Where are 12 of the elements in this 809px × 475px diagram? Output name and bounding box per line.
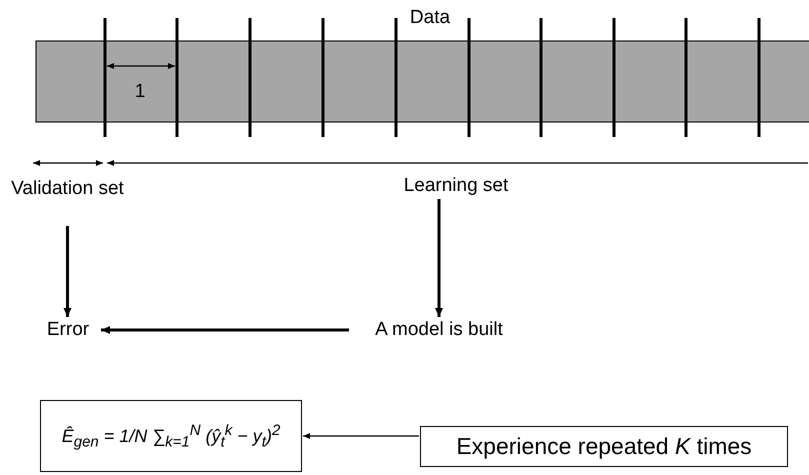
text-label: Validation set	[10, 177, 125, 225]
arrow	[101, 326, 349, 334]
arrow	[303, 433, 419, 439]
dimension-label: 1	[134, 80, 146, 103]
text-label: Learning set	[380, 174, 532, 198]
heading-label: Data	[408, 6, 452, 30]
process-box: Experience repeated K times	[420, 426, 788, 467]
text-label: A model is built	[350, 318, 528, 342]
formula-box: Ê$_{gen}$ = 1/N ∑$_{k=1}$$^{N}$ (ŷ$_{t}$$^{k}$ − y$_{t}$)$^{2}$	[40, 400, 302, 472]
text-label: Error	[36, 318, 100, 342]
arrow	[435, 199, 443, 317]
arrow	[64, 226, 72, 317]
